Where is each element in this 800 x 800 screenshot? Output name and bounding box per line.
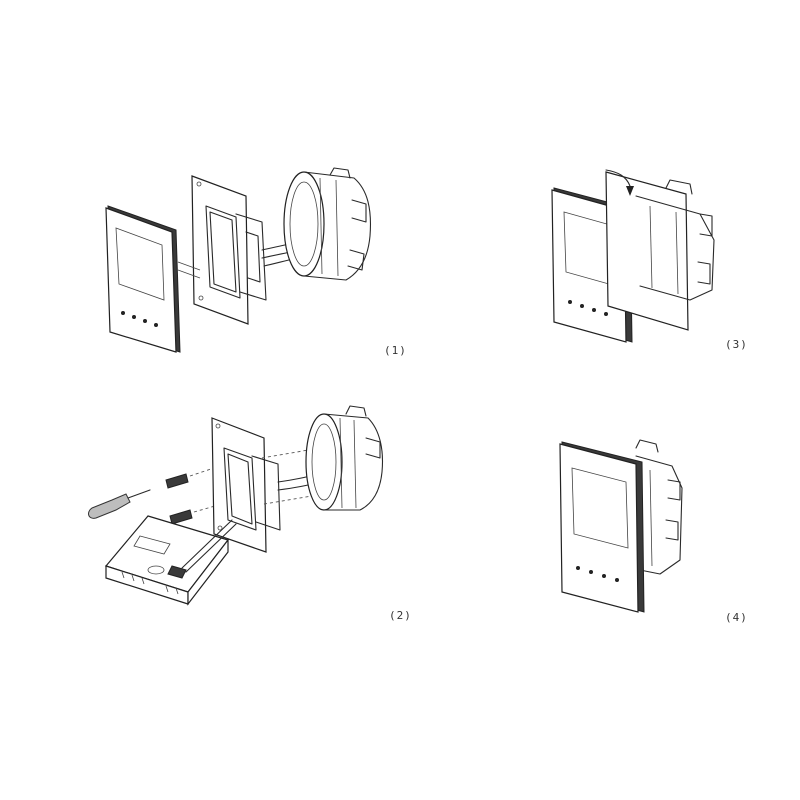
mounting-plate bbox=[211, 417, 281, 553]
step-label-3: (3) bbox=[725, 338, 748, 351]
mounting-plate bbox=[605, 171, 715, 331]
down-arrow-icon bbox=[605, 169, 634, 196]
step-label-1: (1) bbox=[384, 344, 407, 357]
thermostat-panel bbox=[559, 441, 645, 613]
step-label-2: (2) bbox=[389, 609, 412, 622]
wall-box bbox=[283, 167, 371, 281]
mounting-plate bbox=[177, 175, 267, 325]
step-2-illustration bbox=[88, 405, 384, 606]
step-3-illustration bbox=[551, 169, 715, 343]
step-4-illustration bbox=[559, 439, 683, 613]
screw-icon bbox=[165, 465, 221, 489]
wall-box bbox=[305, 405, 384, 511]
step-1-illustration bbox=[105, 167, 371, 353]
screwdriver-icon bbox=[88, 489, 151, 519]
thermostat-panel bbox=[105, 205, 181, 353]
thermostat-base bbox=[104, 515, 230, 606]
step-label-4: (4) bbox=[725, 611, 748, 624]
